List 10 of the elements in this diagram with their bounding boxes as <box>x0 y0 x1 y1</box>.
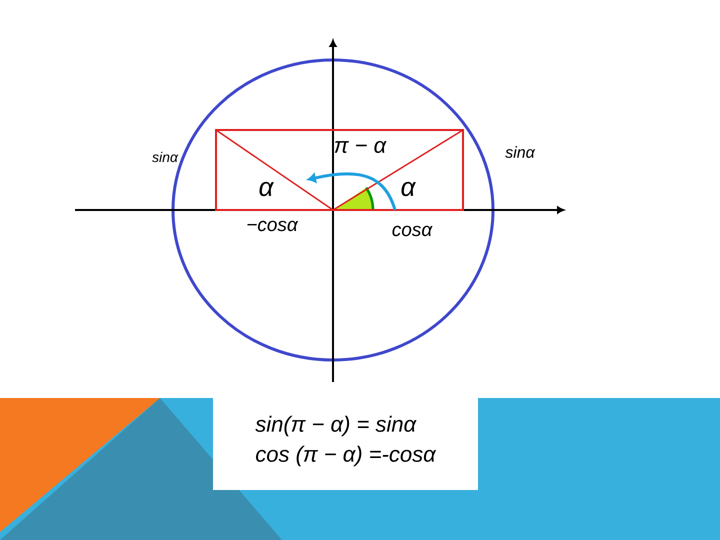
axis-label: α <box>259 182 274 196</box>
axis-label: sinα <box>152 152 178 162</box>
node-label: sin(π − α) = sinα <box>255 416 417 436</box>
formula-box: sin(π − α) = sinα cos (π − α) =-cosα <box>213 392 478 490</box>
node-label: cos (π − α) =-cosα <box>256 446 436 466</box>
axis-label: sinα <box>505 146 536 158</box>
axis-label: π − α <box>334 140 387 154</box>
axis-label: cosα <box>392 226 433 236</box>
axis-label: α <box>401 182 416 196</box>
axis-label: −cosα <box>247 220 298 232</box>
